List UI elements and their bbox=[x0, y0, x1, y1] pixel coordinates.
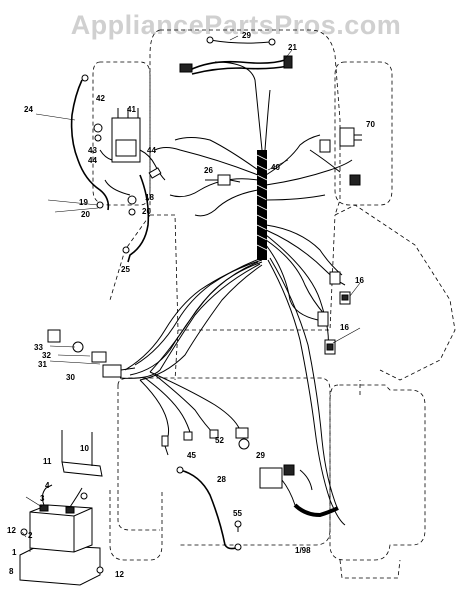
callout-30: 30 bbox=[66, 373, 75, 382]
callout-26: 26 bbox=[204, 166, 213, 175]
connector-26 bbox=[205, 174, 241, 186]
solenoid-29 bbox=[259, 464, 339, 518]
callouts: 21 29 24 42 41 43 44 44 19 20 18 20 25 2… bbox=[7, 31, 375, 579]
callout-21: 21 bbox=[288, 43, 297, 52]
callout-70: 70 bbox=[366, 120, 375, 129]
callout-42: 42 bbox=[96, 94, 105, 103]
callout-28: 28 bbox=[217, 475, 226, 484]
screw-55 bbox=[234, 520, 242, 532]
callout-31: 31 bbox=[38, 360, 47, 369]
switch-16-lower bbox=[324, 339, 336, 355]
callout-12-left: 12 bbox=[7, 526, 16, 535]
battery-assembly bbox=[19, 430, 104, 586]
callout-45: 45 bbox=[187, 451, 196, 460]
callout-52: 52 bbox=[215, 436, 224, 445]
switch-16-upper bbox=[317, 271, 351, 327]
callout-44-right: 44 bbox=[147, 146, 156, 155]
callout-24: 24 bbox=[24, 105, 33, 114]
callout-29-bottom: 29 bbox=[256, 451, 265, 460]
callout-40: 40 bbox=[271, 163, 280, 172]
callout-43: 43 bbox=[88, 146, 97, 155]
date-code: 1/98 bbox=[295, 546, 311, 555]
leader-lines bbox=[21, 35, 361, 552]
callout-1: 1 bbox=[12, 548, 17, 557]
top-lead-assembly bbox=[179, 36, 293, 75]
switch-70 bbox=[309, 127, 362, 186]
tractor-outline bbox=[92, 29, 456, 579]
ignition-lead-assembly bbox=[70, 74, 166, 263]
connector-group-30-33 bbox=[47, 329, 136, 378]
callout-19: 19 bbox=[79, 198, 88, 207]
watermark-text: AppliancePartsPros.com bbox=[70, 10, 402, 40]
callout-20-left: 20 bbox=[81, 210, 90, 219]
cable-28 bbox=[176, 466, 242, 551]
callout-11: 11 bbox=[43, 457, 52, 466]
callout-4: 4 bbox=[45, 481, 50, 490]
connector-45 bbox=[161, 429, 219, 456]
callout-8: 8 bbox=[9, 567, 14, 576]
callout-44-left: 44 bbox=[88, 156, 97, 165]
callout-29-top: 29 bbox=[242, 31, 251, 40]
callout-2: 2 bbox=[28, 531, 33, 540]
callout-3: 3 bbox=[40, 494, 45, 503]
bulb-52 bbox=[235, 427, 250, 450]
callout-18: 18 bbox=[145, 193, 154, 202]
callout-33: 33 bbox=[34, 343, 43, 352]
callout-25: 25 bbox=[121, 265, 130, 274]
callout-55: 55 bbox=[233, 509, 242, 518]
callout-32: 32 bbox=[42, 351, 51, 360]
callout-12-right: 12 bbox=[115, 570, 124, 579]
callout-20-right: 20 bbox=[142, 207, 151, 216]
callout-16-upper: 16 bbox=[355, 276, 364, 285]
main-harness bbox=[119, 61, 353, 526]
callout-16-lower: 16 bbox=[340, 323, 349, 332]
callout-41: 41 bbox=[127, 105, 136, 114]
callout-10: 10 bbox=[80, 444, 89, 453]
